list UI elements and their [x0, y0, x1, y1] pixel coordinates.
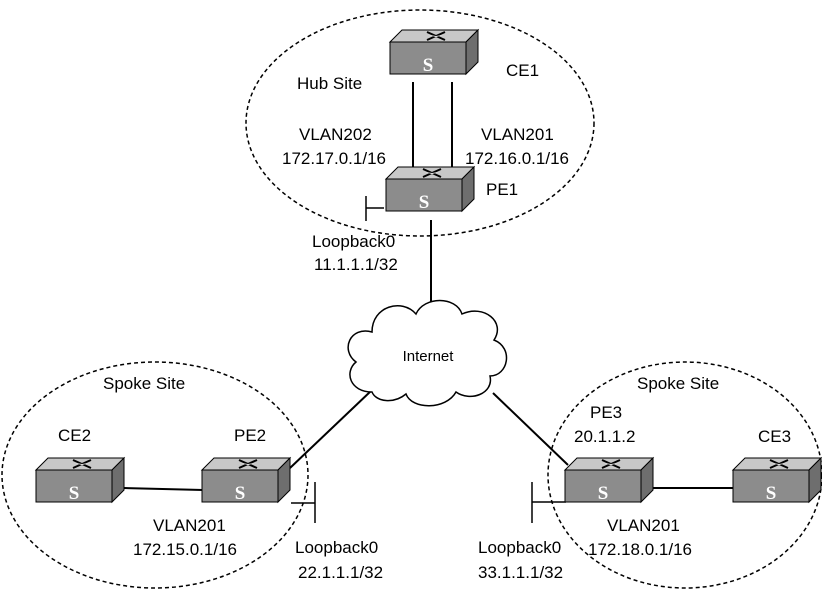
ce1-device[interactable]: S [389, 29, 479, 76]
pe1-loopback-ip: 11.1.1.1/32 [314, 255, 398, 274]
pe3-label: PE3 [590, 403, 622, 422]
pe1-label: PE1 [486, 180, 518, 199]
switch-icon [564, 457, 654, 503]
pe2-device[interactable]: S [201, 457, 291, 504]
link-ce2-pe2 [123, 487, 204, 491]
pe3-loopback-name: Loopback0 [478, 538, 561, 557]
ce2-label: CE2 [58, 426, 91, 445]
spoke-site-right-boundary [547, 361, 822, 589]
switch-icon [35, 457, 125, 503]
hub-left-ip: 172.17.0.1/16 [282, 149, 386, 168]
pe3-address: 20.1.1.2 [574, 427, 635, 446]
svg-text:S: S [235, 483, 246, 504]
hub-right-vlan: VLAN201 [481, 125, 554, 144]
ce3-device[interactable]: S [732, 457, 822, 504]
pe2-loopback-ip: 22.1.1.1/32 [298, 563, 383, 582]
switch-icon [389, 29, 479, 75]
ce2-device[interactable]: S [35, 457, 125, 504]
spoke-right-ip: 172.18.0.1/16 [588, 540, 692, 559]
spoke-left-title: Spoke Site [103, 374, 185, 393]
link-internet-pe2 [289, 389, 373, 469]
pe1-device[interactable]: S [385, 166, 475, 213]
hub-site-boundary [245, 9, 595, 237]
svg-text:S: S [419, 192, 430, 213]
pe2-label: PE2 [234, 426, 266, 445]
spoke-left-ip: 172.15.0.1/16 [133, 540, 237, 559]
hub-right-ip: 172.16.0.1/16 [465, 149, 569, 168]
internet-label: Internet [403, 348, 455, 365]
svg-text:S: S [598, 483, 609, 504]
hub-site-title: Hub Site [297, 74, 362, 93]
cloud-icon [347, 299, 508, 407]
spoke-right-vlan: VLAN201 [607, 516, 680, 535]
switch-icon [385, 166, 475, 212]
svg-text:S: S [423, 55, 434, 76]
spoke-site-left-boundary [1, 361, 309, 589]
spoke-left-vlan: VLAN201 [153, 516, 226, 535]
svg-text:S: S [766, 483, 777, 504]
pe2-loopback-name: Loopback0 [295, 538, 378, 557]
pe1-loopback-name: Loopback0 [312, 232, 395, 251]
links [123, 82, 733, 491]
hub-left-vlan: VLAN202 [299, 125, 372, 144]
ce1-label: CE1 [506, 61, 539, 80]
switch-icon [732, 457, 822, 503]
switch-icon [201, 457, 291, 503]
svg-text:S: S [69, 483, 80, 504]
loopback-stubs [291, 196, 566, 523]
link-internet-pe3 [492, 392, 569, 466]
ce3-label: CE3 [758, 427, 791, 446]
spoke-right-title: Spoke Site [637, 374, 719, 393]
pe3-device[interactable]: S [564, 457, 654, 504]
pe3-loopback-ip: 33.1.1.1/32 [478, 563, 563, 582]
